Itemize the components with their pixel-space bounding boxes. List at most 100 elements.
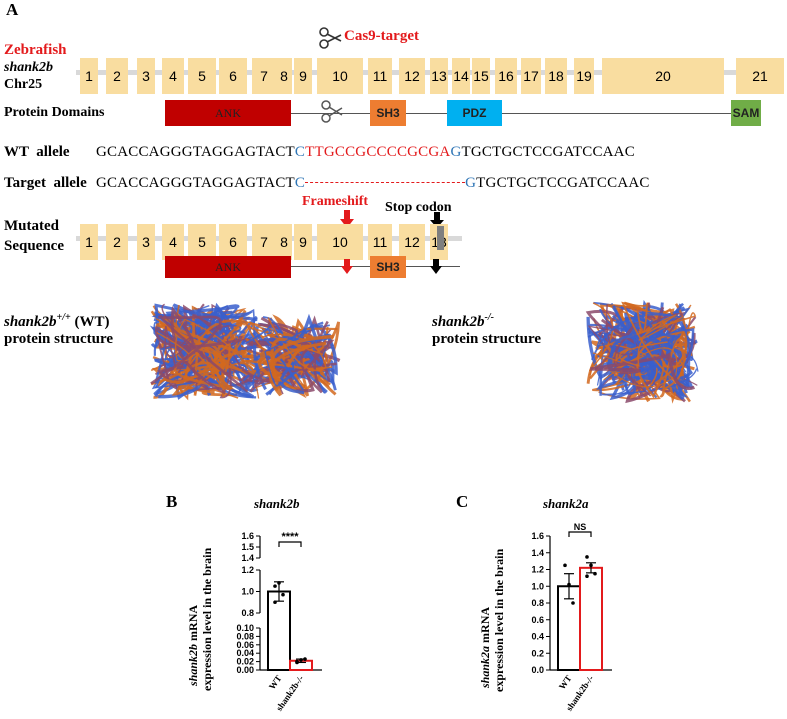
scissors-icon-domain [321,100,343,123]
panel-b-label: B [166,492,178,511]
significance-label: **** [281,531,299,543]
mut-exon-label: 9 [299,234,307,250]
data-point [585,574,589,578]
domain-pdz: PDZ [447,100,502,126]
mut-exon-3 [137,224,155,260]
wt-seq-left: GCACCAGGGTAGGAGTACT [96,144,295,160]
wt-structure-gene: shank2b [4,314,57,330]
mut-exon-label: 3 [142,234,150,250]
gene-exon-label: 12 [404,68,420,84]
ko-ribbon [633,332,659,374]
gene-exon-4 [162,58,184,94]
panel-a-label: A [6,0,19,19]
gene-exon-label: 21 [752,68,768,84]
y-tick-label: 0.8 [531,598,544,608]
chart-b-ylabel: shank2b mRNA [186,605,201,686]
mutated-label-2: Sequence [4,238,64,254]
wt-ribbon [164,325,194,374]
data-point [589,563,593,568]
gene-exon-2 [106,58,128,94]
data-point [273,584,277,588]
mut-exon-6 [219,224,247,260]
data-point [303,657,307,661]
gene-exon-3 [137,58,155,94]
ko-ribbon [621,301,684,387]
mut-protein-backbone [165,266,460,267]
gene-exon-label: 10 [332,68,348,84]
wt-structure-line2: protein structure [4,331,114,347]
ko-protein-structure-image [585,299,699,404]
gene-exon-14 [452,58,470,94]
bar [267,590,291,671]
wt-sequence: GCACCAGGGTAGGAGTACTCTTGCCGCCCCGCGAGTGCTG… [96,144,635,161]
mut-domain-sh3: SH3 [370,256,406,278]
wt-seq-c: C [294,144,306,160]
y-tick-label: 1.6 [531,531,544,541]
gene-exon-label: 1 [85,68,93,84]
gene-exon-label: 13 [431,68,447,84]
ko-structure-sup: -/- [484,312,494,323]
gene-exon-label: 9 [299,68,307,84]
y-tick-label: 1.0 [241,587,254,597]
mut-exon-5 [188,224,216,260]
ko-ribbon [624,326,695,389]
ko-ribbon [662,337,686,391]
mut-exon-label: 4 [169,234,177,250]
target-seq-left: GCACCAGGGTAGGAGTACT [96,175,295,191]
mut-exon-label: 5 [198,234,206,250]
gene-exon-label: 20 [655,68,671,84]
scissors-icon [319,27,342,49]
chart-b-ylabel-gene: shank2b [186,643,200,686]
wt-ribbon [173,321,243,397]
ko-ribbon [590,352,695,391]
data-point [567,582,571,587]
domain-sam: SAM [731,100,761,126]
chromosome-label: Chr25 [4,77,43,92]
mut-exon-label: 12 [404,234,420,250]
gene-exon-10 [317,58,363,94]
domain-ank: ANK [165,100,291,126]
ko-ribbon [618,314,683,367]
y-tick-label: 1.0 [531,581,544,591]
mut-exon-10 [317,224,363,260]
gene-exon-12 [399,58,425,94]
gene-exon-label: 18 [548,68,564,84]
stop-codon-label: Stop codon [385,200,452,215]
mut-exon-label: 6 [229,234,237,250]
gene-exon-20 [602,58,724,94]
chart-b-ylabel-rest: mRNA [186,604,200,644]
deletion-dashes [305,181,466,183]
species-label: Zebrafish [4,42,67,58]
wt-ribbon [257,334,334,383]
gene-exon-18 [545,58,567,94]
y-tick-label: 0.08 [236,631,254,641]
frameshift-arrow-small-icon [341,259,353,274]
y-tick-label: 0.10 [236,623,254,633]
mut-exon-label: 1 [85,234,93,250]
mut-exon-4 [162,224,184,260]
gene-exon-16 [495,58,517,94]
gene-exon-label: 14 [453,68,469,84]
ko-structure-title: shank2b-/- [432,312,494,331]
y-tick-label: 0.04 [236,648,254,658]
gene-exon-19 [574,58,594,94]
mut-exon-label: 11 [372,234,388,250]
x-tick-label: WT [267,673,284,691]
panel-c-label: C [456,492,469,511]
y-tick-label: 0.06 [236,640,254,650]
wt-protein-structure-image [149,302,341,401]
wt-ribbon [150,314,249,393]
protein-domains-label: Protein Domains [4,105,105,120]
data-point [277,581,281,585]
gene-exon-label: 7 [260,68,268,84]
gene-exon-label: 5 [198,68,206,84]
gene-exon-21 [736,58,784,94]
gene-exon-5 [188,58,216,94]
chart-b: 0.000.020.040.060.080.100.81.01.21.41.51… [236,531,322,713]
gene-exon-11 [368,58,392,94]
gene-exon-15 [472,58,490,94]
mut-exon-label: 2 [113,234,121,250]
target-seq-g: G [465,175,477,191]
gene-exon-17 [521,58,541,94]
